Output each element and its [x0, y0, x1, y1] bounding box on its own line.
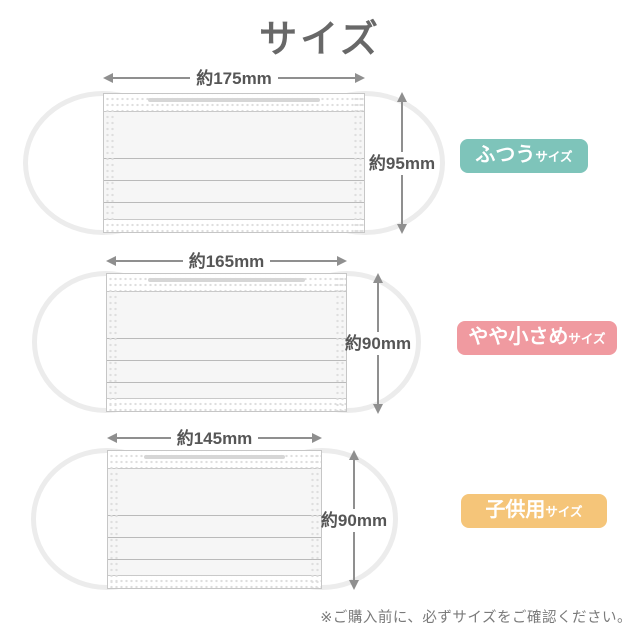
width-dimension-arrow: 約175mm — [103, 66, 366, 90]
mask-panel — [104, 111, 364, 159]
arrowhead-up-icon — [349, 450, 359, 460]
mask-edge-right — [309, 451, 321, 588]
arrowhead-right-icon — [337, 256, 348, 266]
pleat-panel — [107, 337, 346, 360]
mask-edge-left — [107, 274, 119, 411]
width-dimension-arrow: 約145mm — [107, 426, 323, 450]
pleat-panel — [108, 536, 321, 559]
arrowhead-right-icon — [312, 433, 323, 443]
width-dimension-label: 約145mm — [176, 428, 253, 448]
mask-illustration — [103, 93, 365, 233]
badge-label: ふつう — [475, 144, 536, 166]
mask-top-seam — [104, 94, 364, 112]
page-title: サイズ — [259, 19, 381, 61]
nose-wire — [144, 455, 285, 459]
size-badge-futsuu: ふつうサイズ — [460, 139, 588, 173]
badge-label: やや小さめ — [468, 326, 569, 348]
size-badge-yaya-chiisame: やや小さめサイズ — [457, 321, 617, 355]
badge-label: 子供用 — [485, 499, 546, 521]
pleat-panel — [108, 514, 321, 537]
pleat-panel — [104, 158, 364, 181]
mask-panel — [107, 291, 346, 338]
arrowhead-down-icon — [373, 404, 383, 414]
pleat-panel — [104, 180, 364, 203]
height-dimension-arrow: 約95mm — [362, 92, 442, 234]
width-dimension-label: 約175mm — [196, 68, 272, 88]
pleat-panel — [108, 558, 321, 575]
mask-edge-left — [108, 451, 120, 588]
arrowhead-up-icon — [397, 92, 407, 102]
arrowhead-right-icon — [355, 73, 366, 83]
height-dimension-arrow: 約90mm — [314, 450, 394, 590]
badge-suffix: サイズ — [545, 505, 583, 519]
mask-top-seam — [108, 451, 321, 469]
height-dimension-label: 約90mm — [344, 334, 412, 353]
nose-wire — [147, 278, 306, 282]
arrowhead-left-icon — [106, 256, 116, 266]
pleat-panel — [107, 359, 346, 382]
mask-bottom-seam — [104, 218, 364, 232]
nose-wire — [148, 98, 320, 102]
mask-edge-right — [352, 94, 364, 232]
mask-bottom-seam — [107, 398, 346, 411]
arrowhead-down-icon — [397, 224, 407, 234]
height-dimension-label: 約95mm — [368, 153, 436, 173]
mask-panel — [108, 468, 321, 515]
mask-top-seam — [107, 274, 346, 292]
arrowhead-left-icon — [107, 433, 117, 443]
purchase-note: ※ご購入前に、必ずサイズをご確認ください。 — [320, 610, 632, 626]
mask-illustration — [106, 273, 347, 412]
pleat-panel — [104, 202, 364, 219]
mask-illustration — [107, 450, 322, 589]
width-dimension-label: 約165mm — [188, 251, 265, 271]
badge-suffix: サイズ — [535, 150, 573, 164]
arrowhead-up-icon — [373, 273, 383, 283]
arrowhead-down-icon — [349, 580, 359, 590]
badge-suffix: サイズ — [568, 332, 606, 346]
arrowhead-left-icon — [103, 73, 113, 83]
mask-edge-right — [334, 274, 346, 411]
pleat-panel — [107, 381, 346, 398]
mask-bottom-seam — [108, 575, 321, 588]
size-badge-kodomo: 子供用サイズ — [461, 494, 607, 528]
height-dimension-arrow: 約90mm — [338, 273, 418, 414]
width-dimension-arrow: 約165mm — [106, 249, 348, 273]
height-dimension-label: 約90mm — [320, 510, 388, 530]
mask-edge-left — [104, 94, 116, 232]
